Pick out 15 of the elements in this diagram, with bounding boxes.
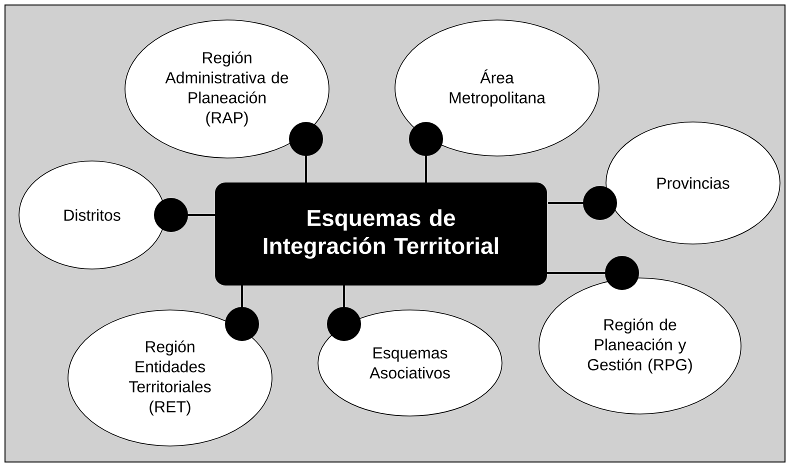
dot-connector xyxy=(547,256,639,290)
ellipse-node: Esquemas Asociativos xyxy=(318,310,502,416)
title-box: Esquemas de Integración Territorial xyxy=(215,182,547,286)
dot-connector xyxy=(548,186,617,220)
ellipse-node: Provincias xyxy=(606,122,780,244)
ellipse-node: Región Administrativa de Planeación (RAP) xyxy=(124,20,330,158)
ellipse-node: Área Metropolitana xyxy=(394,20,600,156)
ellipse-node: Región de Planeación y Gestión (RPG) xyxy=(538,278,742,414)
dot-connector xyxy=(327,285,361,341)
dot-connector xyxy=(225,285,259,341)
dot-connector xyxy=(409,122,443,183)
dot-connector xyxy=(154,198,216,232)
dot-connector xyxy=(289,122,323,183)
ellipse-node: Distritos xyxy=(18,160,166,270)
ellipse-node: Región Entidades Territoriales (RET) xyxy=(68,310,272,446)
